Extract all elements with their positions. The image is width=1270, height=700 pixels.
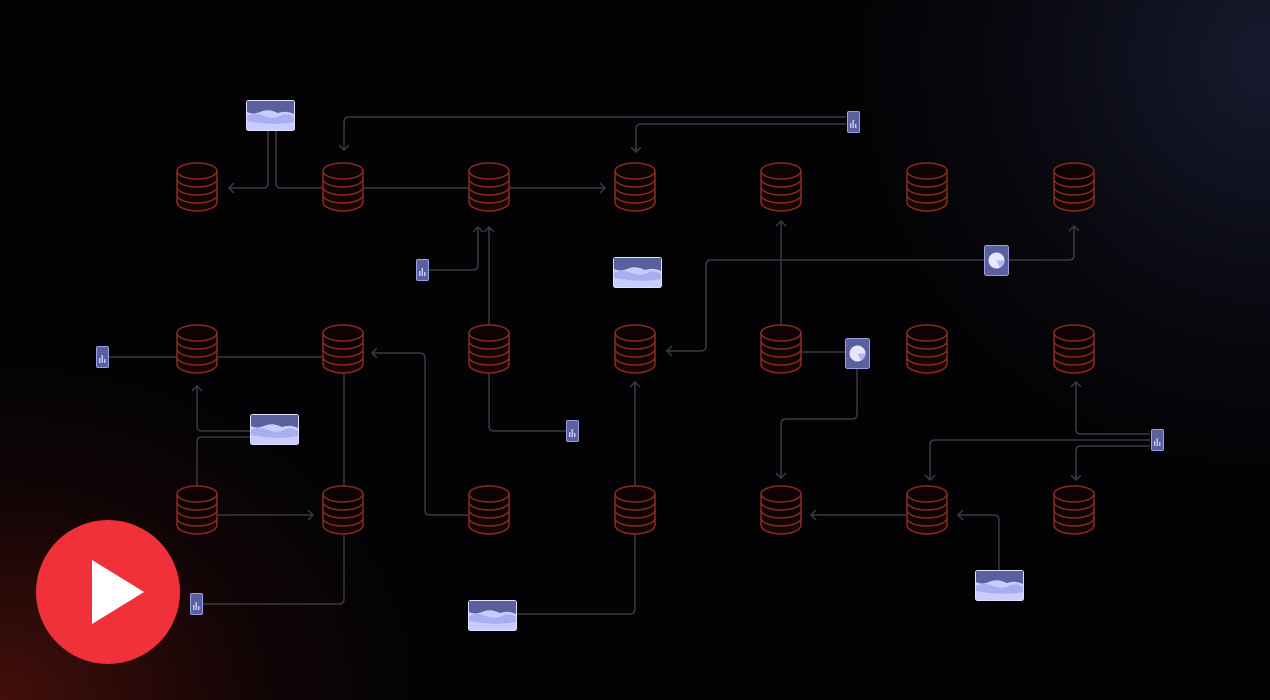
database-icon[interactable] xyxy=(906,485,948,535)
connector-line xyxy=(488,373,566,432)
connector-line xyxy=(1075,445,1150,480)
arrowhead-icon xyxy=(775,219,787,227)
connector-line xyxy=(372,352,470,516)
database-icon[interactable] xyxy=(176,162,218,212)
arrowhead-icon xyxy=(809,509,817,521)
database-icon[interactable] xyxy=(760,485,802,535)
arrowhead-icon xyxy=(483,225,495,233)
arrowhead-icon xyxy=(370,347,378,359)
database-icon[interactable] xyxy=(176,324,218,374)
arrowhead-icon xyxy=(924,474,936,482)
bar-chart-card-icon[interactable] xyxy=(847,111,860,133)
database-icon[interactable] xyxy=(322,324,364,374)
arrowhead-icon xyxy=(1070,380,1082,388)
bar-chart-card-icon[interactable] xyxy=(96,346,109,368)
database-icon[interactable] xyxy=(468,324,510,374)
database-icon[interactable] xyxy=(322,485,364,535)
arrowhead-icon xyxy=(227,182,235,194)
area-chart-card-icon[interactable] xyxy=(250,414,299,445)
connector-line xyxy=(196,436,262,486)
arrowhead-icon xyxy=(599,182,607,194)
connector-line xyxy=(275,130,605,189)
area-chart-card-icon[interactable] xyxy=(975,570,1024,601)
arrowhead-icon xyxy=(472,225,484,233)
arrowhead-icon xyxy=(630,146,642,154)
database-icon[interactable] xyxy=(468,485,510,535)
area-chart-card-icon[interactable] xyxy=(613,257,662,288)
database-icon[interactable] xyxy=(760,324,802,374)
chart-cards xyxy=(96,100,1164,631)
database-icon[interactable] xyxy=(614,162,656,212)
play-button[interactable] xyxy=(36,520,180,664)
arrowhead-icon xyxy=(629,380,641,388)
bar-chart-card-icon[interactable] xyxy=(416,259,429,281)
bar-chart-card-icon[interactable] xyxy=(566,420,579,442)
pie-chart-card-icon[interactable] xyxy=(845,338,870,369)
area-chart-card-icon[interactable] xyxy=(468,600,517,631)
arrowhead-icon xyxy=(1070,474,1082,482)
connector-line xyxy=(196,386,250,432)
databases xyxy=(176,162,1095,535)
connector-line xyxy=(229,130,269,189)
database-icon[interactable] xyxy=(760,162,802,212)
play-icon xyxy=(92,560,144,624)
pie-chart-card-icon[interactable] xyxy=(984,245,1009,276)
database-icon[interactable] xyxy=(1053,485,1095,535)
connector-line xyxy=(1008,226,1075,261)
arrowhead-icon xyxy=(1068,224,1080,232)
bar-chart-card-icon[interactable] xyxy=(1151,429,1164,451)
arrowhead-icon xyxy=(956,509,964,521)
connector-line xyxy=(958,514,1000,570)
arrowhead-icon xyxy=(338,144,350,152)
database-icon[interactable] xyxy=(322,162,364,212)
database-icon[interactable] xyxy=(176,485,218,535)
connector-line xyxy=(343,116,846,150)
database-icon[interactable] xyxy=(1053,324,1095,374)
database-icon[interactable] xyxy=(614,485,656,535)
connector-line xyxy=(780,367,858,478)
connector-line xyxy=(428,227,479,271)
connectors xyxy=(108,116,1150,615)
database-icon[interactable] xyxy=(906,162,948,212)
arrowhead-icon xyxy=(191,384,203,392)
connector-line xyxy=(202,535,345,605)
area-chart-card-icon[interactable] xyxy=(246,100,295,131)
arrowhead-icon xyxy=(307,509,315,521)
database-icon[interactable] xyxy=(1053,162,1095,212)
bar-chart-card-icon[interactable] xyxy=(190,593,203,615)
connector-line xyxy=(929,439,1150,480)
connector-line xyxy=(1075,382,1150,435)
arrowhead-icon xyxy=(665,345,673,357)
connector-line xyxy=(516,382,636,615)
database-icon[interactable] xyxy=(468,162,510,212)
connector-line xyxy=(667,259,984,352)
database-icon[interactable] xyxy=(614,324,656,374)
database-icon[interactable] xyxy=(906,324,948,374)
arrowhead-icon xyxy=(775,472,787,480)
connector-line xyxy=(635,123,846,152)
